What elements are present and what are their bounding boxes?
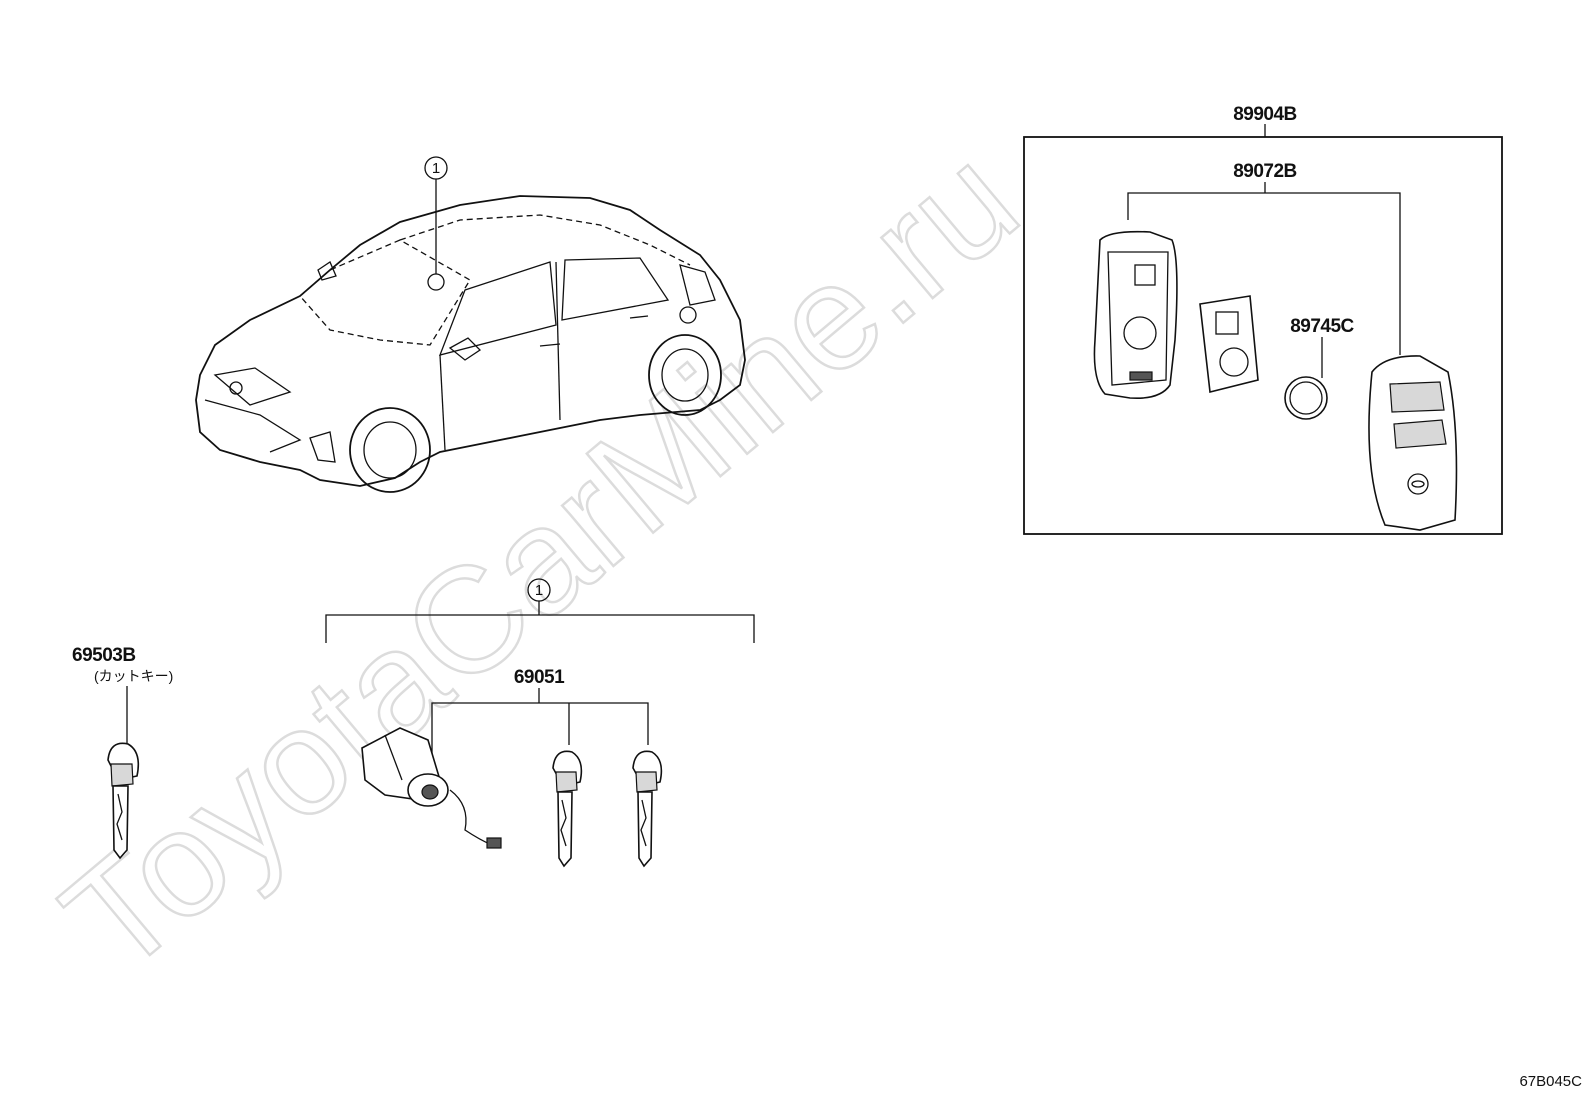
ignition-location-marker	[427, 273, 445, 291]
part-label-89745c: 89745C	[1290, 316, 1354, 337]
part-label-89904b: 89904B	[1233, 104, 1297, 125]
key-case-inner	[1093, 230, 1178, 400]
circuit-board	[1199, 295, 1259, 393]
svg-text:1: 1	[432, 160, 440, 177]
cut-key-note: (カットキー)	[94, 668, 173, 684]
key-blade-1	[552, 750, 583, 868]
svg-text:1: 1	[535, 582, 543, 599]
callout-ref-1-car: 1	[424, 156, 448, 274]
callout-ref-1-kit: 1	[325, 578, 755, 643]
part-label-69503b: 69503B	[72, 645, 136, 666]
coin-battery	[1284, 376, 1328, 420]
ignition-lock-cylinder	[361, 727, 502, 849]
key-blade-2	[632, 750, 663, 868]
car-illustration	[195, 195, 746, 493]
part-label-89072b: 89072B	[1233, 161, 1297, 182]
toyota-emblem-icon	[1407, 473, 1429, 495]
figure-code: 67B045C	[1519, 1073, 1582, 1090]
key-fob-outer	[1368, 355, 1458, 531]
cut-key	[107, 742, 140, 860]
smart-key-assembly-box	[1023, 136, 1503, 535]
watermark-text: ToyotaCarMine.ru	[33, 115, 1048, 1005]
part-label-69051: 69051	[514, 667, 565, 688]
